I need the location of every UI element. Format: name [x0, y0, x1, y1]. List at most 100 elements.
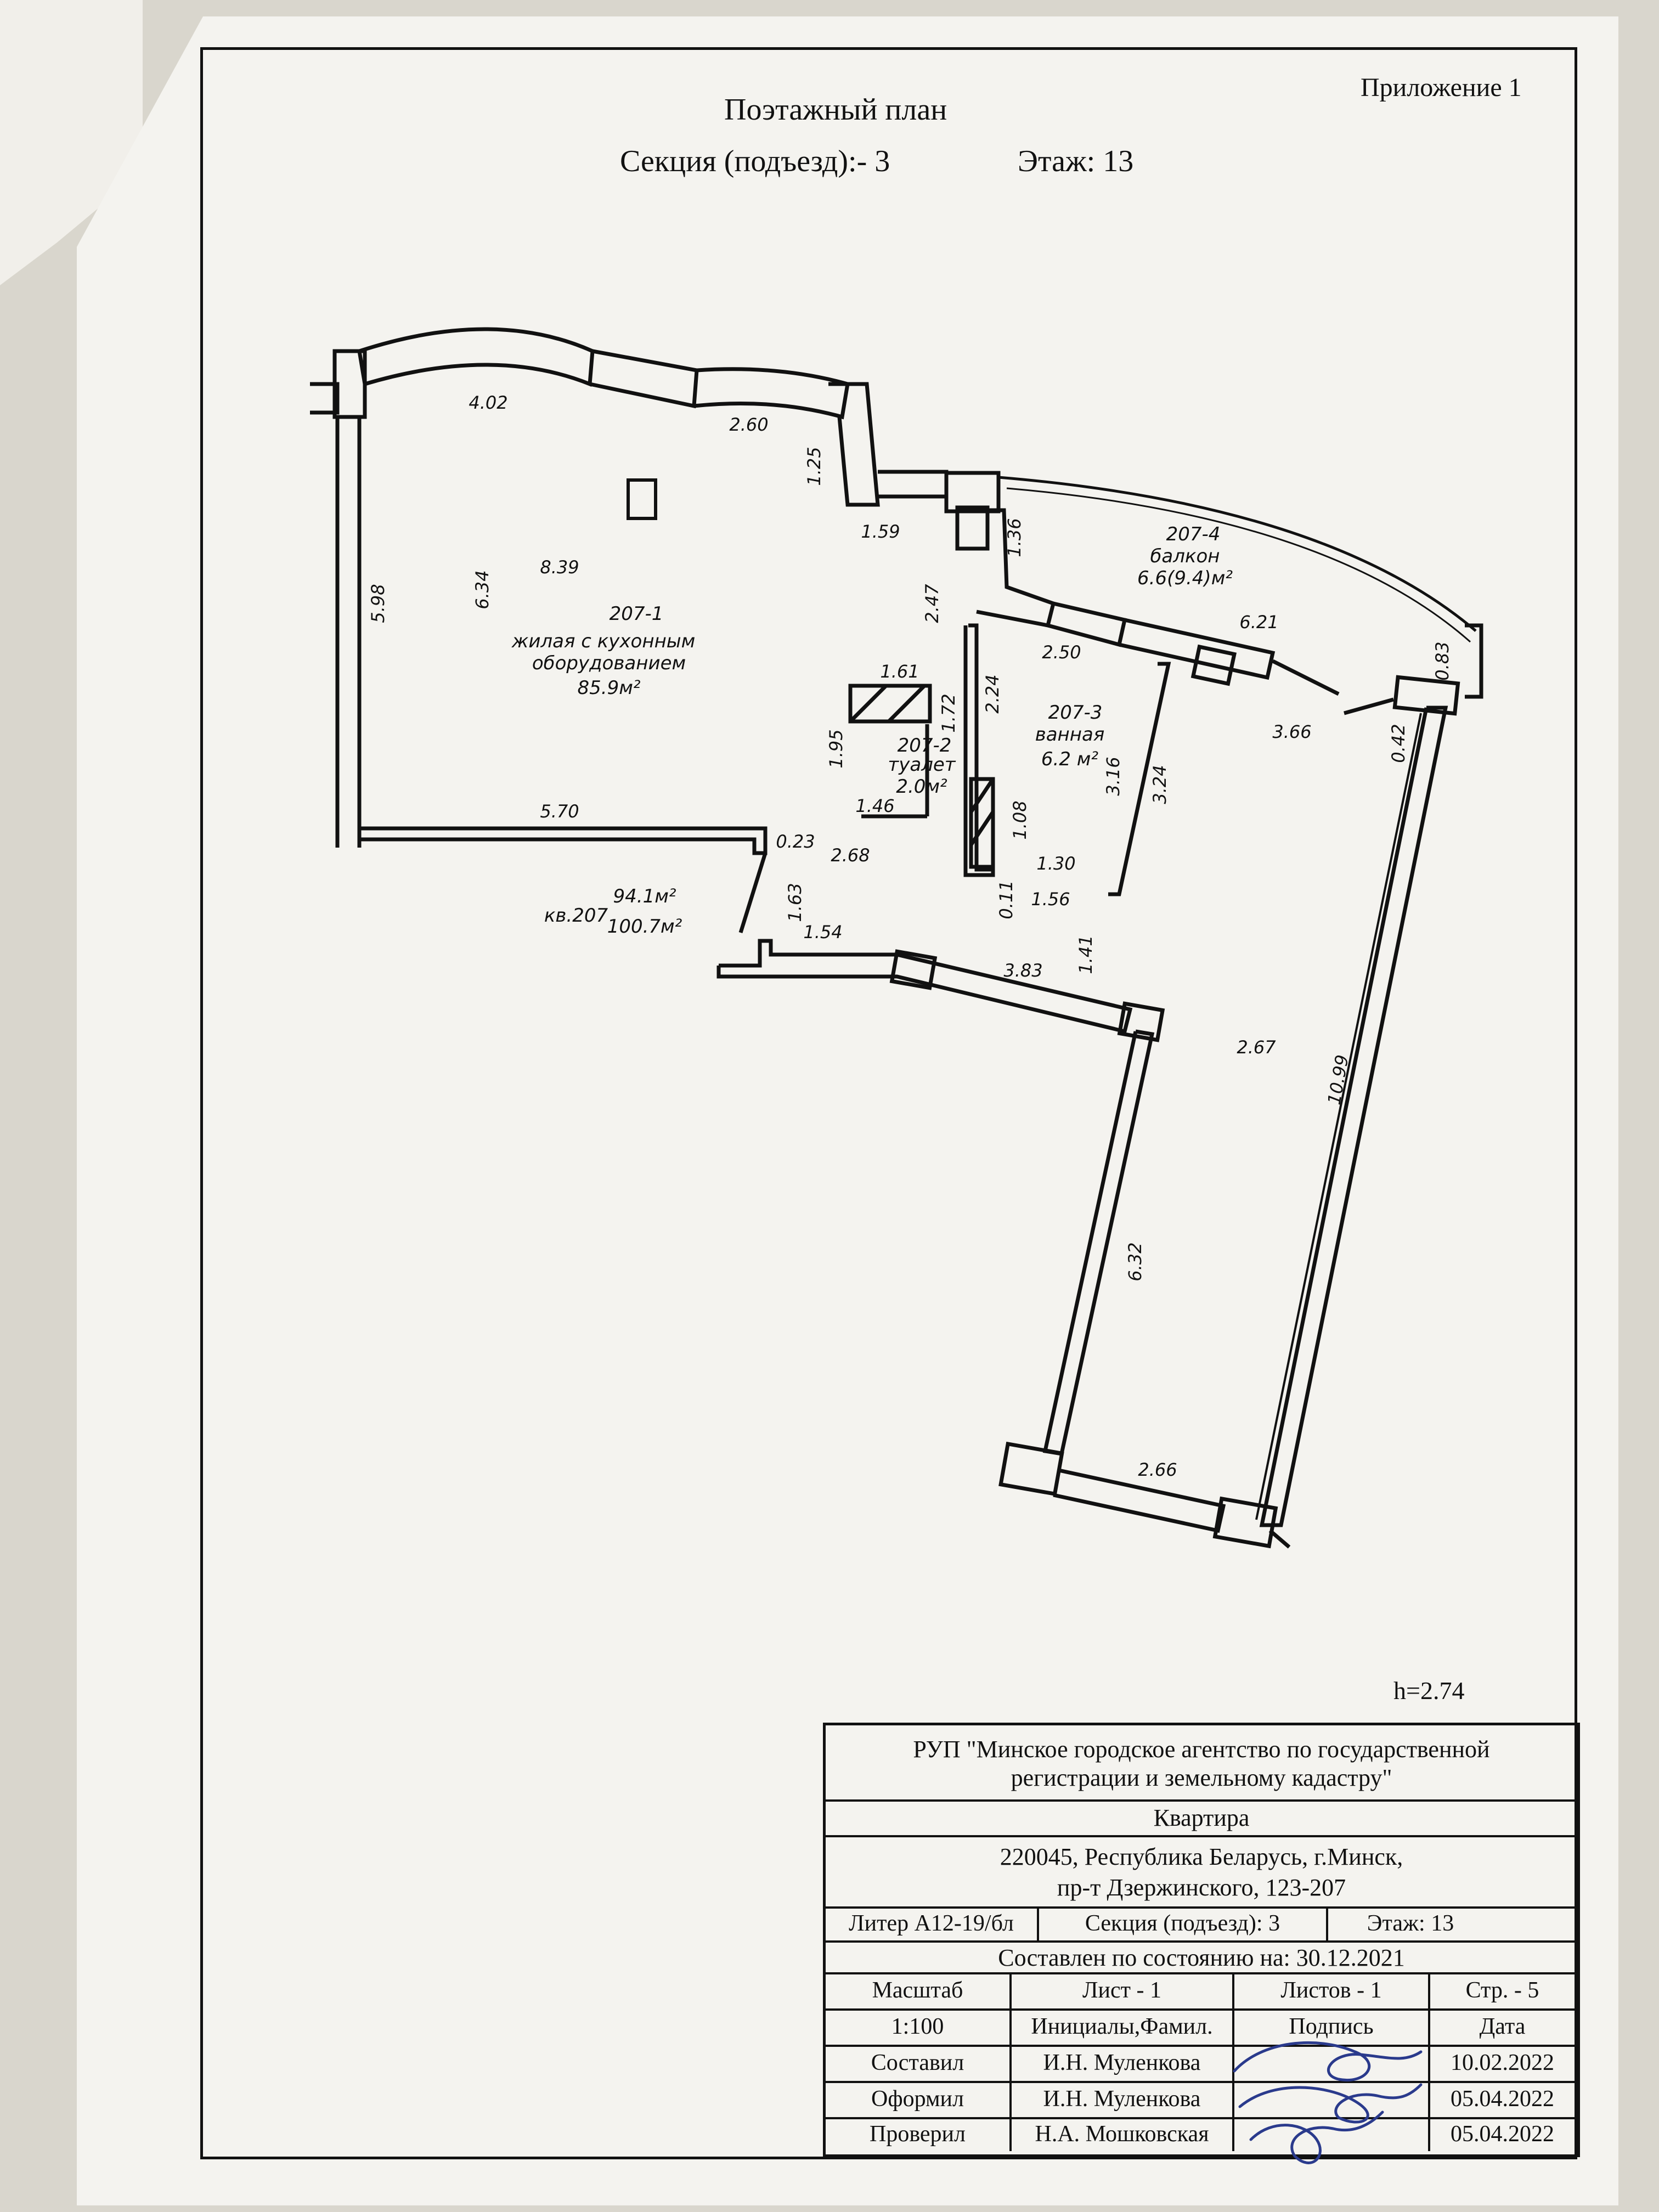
dim-label: 6.21 [1239, 612, 1278, 633]
date-header: Дата [1479, 2014, 1526, 2039]
room4-code: 207-4 [1166, 523, 1221, 545]
stamp-object-row: Квартира [826, 1799, 1577, 1837]
initials-header: Инициалы,Фамил. [1012, 2008, 1234, 2045]
central-column-inner [955, 505, 990, 551]
name-compiled: И.Н. Муленкова [1012, 2045, 1234, 2081]
bottom-column-b [1212, 1496, 1278, 1549]
room4-name: балкон [1150, 545, 1220, 567]
wall-left-stub [310, 382, 340, 415]
wall-top-curved [357, 327, 595, 387]
apartment-number: кв.207 [544, 905, 608, 927]
role-formatted: Оформил [826, 2081, 1012, 2117]
wall-column [828, 382, 880, 507]
wall-top-window [589, 349, 699, 409]
dim-label: 1.08 [1009, 800, 1030, 839]
dim-label: 2.24 [982, 674, 1003, 713]
dim-label: 3.66 [1272, 721, 1311, 742]
org-name-line-1: РУП "Минское городское агентство по госу… [913, 1736, 1490, 1763]
wall-bath-door [1272, 659, 1340, 696]
signature-cell [1234, 2045, 1430, 2081]
dim-label: 4.02 [469, 392, 507, 413]
dim-label: 2.47 [922, 584, 943, 623]
dim-label: 0.11 [996, 880, 1017, 919]
dim-label: 2.50 [1042, 642, 1081, 663]
appendix-label: Приложение 1 [1361, 73, 1522, 102]
scale-value: 1:100 [826, 2008, 1012, 2045]
role-compiled: Составил [826, 2045, 1012, 2081]
date-checked: 05.04.2022 [1451, 2121, 1554, 2147]
dim-label: 0.83 [1432, 641, 1453, 680]
apartment-area-a: 94.1м² [613, 885, 676, 907]
stamp-row-checked: Проверил Н.А. Мошковская 05.04.2022 [826, 2117, 1577, 2151]
ceiling-height: h=2.74 [1393, 1677, 1465, 1705]
balcony-outline [998, 476, 1477, 632]
address-line-1: 220045, Республика Беларусь, г.Минск, [1000, 1843, 1403, 1870]
state-date: Составлен по состоянию на: 30.12.2021 [998, 1944, 1405, 1971]
dim-label: 1.63 [785, 883, 805, 922]
page-title: Поэтажный план [724, 93, 947, 127]
dim-label: 1.46 [855, 795, 894, 816]
corridor-column-b [1117, 1001, 1165, 1042]
living-fixture [627, 478, 657, 520]
wall-left [335, 415, 362, 848]
dim-label: 1.59 [861, 521, 900, 542]
stamp-org-row: РУП "Минское городское агентство по госу… [826, 1725, 1577, 1802]
room1-name-b: оборудованием [532, 652, 686, 674]
dim-label: 2.68 [831, 845, 870, 866]
wall-window-mid [878, 470, 949, 499]
wall-bottom [1053, 1468, 1226, 1533]
stamp-sheet-row: Масштаб Лист - 1 Листов - 1 Стр. - 5 [826, 1972, 1577, 2011]
wall-right-long [1259, 706, 1448, 1527]
date-compiled: 10.02.2022 [1451, 2050, 1554, 2075]
room1-area: 85.9м² [578, 677, 641, 699]
room3-code: 207-3 [1048, 702, 1103, 724]
room1-code: 207-1 [610, 603, 664, 625]
dim-label: 1.56 [1031, 889, 1070, 910]
wall-internal-a [974, 508, 1056, 628]
dim-label: 1.41 [1075, 935, 1096, 974]
wall-right-door [1344, 697, 1394, 715]
name-checked: Н.А. Мошковская [1012, 2117, 1234, 2151]
corridor-column-a [889, 949, 938, 990]
wall-bath-inner [1108, 662, 1171, 896]
date-formatted: 05.04.2022 [1451, 2086, 1554, 2112]
page-header: Стр. - 5 [1465, 1978, 1539, 2003]
stamp-state-row: Составлен по состоянию на: 30.12.2021 [826, 1940, 1577, 1974]
dim-label: 1.54 [803, 922, 842, 943]
org-name-line-2: регистрации и земельному кадастру" [1011, 1764, 1392, 1791]
dim-label: 3.83 [1003, 960, 1042, 981]
dim-label: 6.34 [472, 570, 493, 609]
title-block: РУП "Минское городское агентство по госу… [823, 1723, 1580, 2157]
room2-name: туалет [888, 754, 956, 776]
wall-living-bottom [359, 826, 768, 855]
wall-right-inner [1255, 713, 1422, 1520]
dim-label: 6.32 [1125, 1242, 1146, 1281]
section-label: Секция (подъезд):- 3 [620, 144, 890, 178]
dim-label: 3.16 [1103, 757, 1124, 795]
dim-label: 1.25 [804, 447, 825, 486]
floor-plan: 207-1 жилая с кухонным оборудованием 85.… [310, 327, 1483, 1549]
signature-header: Подпись [1234, 2008, 1430, 2045]
drawing-frame [200, 47, 1577, 2159]
door-swing [738, 852, 768, 934]
wall-bath-top [1047, 601, 1127, 647]
balcony-rail [1006, 487, 1471, 643]
dim-label: 2.60 [729, 414, 768, 435]
room2-code: 207-2 [898, 735, 952, 757]
room3-area: 6.2 м² [1041, 748, 1099, 770]
signature-cell [1234, 2117, 1430, 2151]
floor-label: Этаж: 13 [1018, 144, 1134, 178]
stamp-address-row: 220045, Республика Беларусь, г.Минск, пр… [826, 1835, 1577, 1909]
scale-header: Масштаб [826, 1972, 1012, 2008]
name-formatted: И.Н. Муленкова [1012, 2081, 1234, 2117]
dim-label: 0.42 [1388, 724, 1409, 763]
stamp-row-compiled: Составил И.Н. Муленкова 10.02.2022 [826, 2045, 1577, 2083]
dim-label: 5.70 [540, 801, 579, 822]
room4-area: 6.6(9.4)м² [1137, 567, 1233, 589]
dim-label: 0.23 [776, 831, 815, 852]
dim-label: 1.61 [880, 661, 919, 682]
toilet-fixture-b [969, 777, 995, 869]
apartment-area-b: 100.7м² [607, 916, 682, 938]
sheets-header: Листов - 1 [1234, 1972, 1430, 2008]
signature-cell [1234, 2081, 1430, 2117]
